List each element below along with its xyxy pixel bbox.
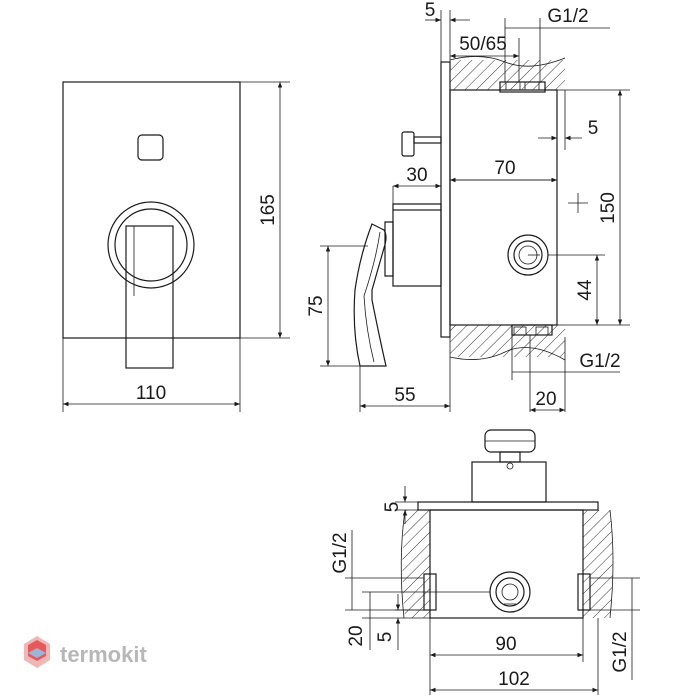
- dim-plan-5: 5: [382, 502, 403, 513]
- dim-side-g12-bottom: G1/2: [579, 351, 620, 372]
- dim-front-height: 165: [258, 194, 279, 226]
- watermark-text: termokit: [60, 642, 147, 667]
- plan-view: 5 G1/2 20 5 90 102 G1/2: [330, 429, 640, 695]
- termokit-logo-icon: [24, 636, 50, 668]
- dim-plan-5b: 5: [375, 632, 396, 643]
- handle-rosette-inner: [114, 208, 188, 282]
- dim-top-g12: G1/2: [547, 6, 588, 27]
- dim-plan-90: 90: [495, 634, 516, 655]
- diverter-button: [137, 134, 164, 161]
- dim-side-44: 44: [575, 279, 596, 301]
- cover-plate: [62, 81, 241, 339]
- handle-rosette-outer: [107, 201, 195, 289]
- dim-side-5: 5: [588, 118, 599, 139]
- lever-handle: [125, 225, 174, 369]
- dim-top-5: 5: [425, 0, 436, 21]
- dim-side-150: 150: [598, 192, 619, 224]
- diverter-knob: [401, 131, 415, 157]
- plan-body: [429, 509, 584, 619]
- dim-side-55: 55: [394, 385, 415, 406]
- dim-side-20: 20: [535, 389, 556, 410]
- watermark: termokit: [24, 636, 147, 668]
- dim-plan-g12-right: G1/2: [610, 631, 631, 672]
- lever-side: [353, 223, 387, 367]
- dim-plan-20: 20: [346, 625, 367, 646]
- mixer-body: [449, 89, 558, 326]
- dim-plan-g12-left: G1/2: [330, 532, 351, 573]
- dim-side-30: 30: [406, 165, 427, 186]
- dim-plan-102: 102: [498, 669, 530, 690]
- dim-side-75: 75: [306, 295, 327, 316]
- front-view: 110 165: [62, 81, 290, 412]
- dim-top-5065: 50/65: [459, 34, 507, 55]
- dim-front-width: 110: [136, 383, 166, 404]
- side-view: 5 G1/2 50/65 5 70 30 150 44: [306, 0, 630, 413]
- dim-side-70: 70: [494, 158, 515, 179]
